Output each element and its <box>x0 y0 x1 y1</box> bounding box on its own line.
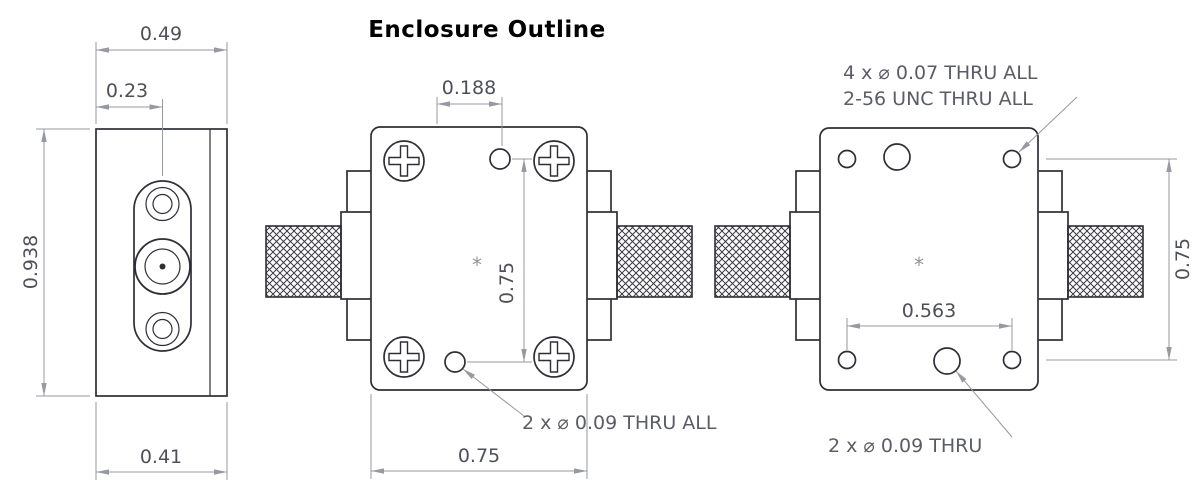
tapped-hole-note-line1: 4 x ⌀ 0.07 THRU ALL <box>843 62 1038 84</box>
front-view: * 0.188 0.75 0.75 2 x ⌀ 0.09 THRU ALL <box>265 77 717 479</box>
sma-connector-left <box>265 170 373 341</box>
front-view-body <box>370 126 588 391</box>
drawing-title: Enclosure Outline <box>368 17 606 43</box>
tapped-hole-note: 4 x ⌀ 0.07 THRU ALL 2-56 UNC THRU ALL <box>843 62 1078 153</box>
dim-bottom-width-label: 0.41 <box>140 446 182 468</box>
sma-connector-left <box>714 170 822 341</box>
back-view: * 4 x ⌀ 0.07 THRU ALL 2-56 UNC THRU ALL … <box>714 62 1194 457</box>
cover-screw-bottom-right <box>533 336 575 378</box>
hole-note-bottom: 2 x ⌀ 0.09 THRU <box>828 370 1013 457</box>
thru-hole-bottom <box>933 347 961 375</box>
dim-height: 0.75 <box>1046 158 1194 361</box>
mounting-hole-bottom <box>145 311 180 347</box>
dim-hole-spacing-horizontal-label: 0.563 <box>902 300 956 322</box>
tapped-hole-top-left <box>837 149 857 169</box>
cover-screw-bottom-left <box>383 336 425 378</box>
dim-hole-spacing-vertical: 0.75 <box>467 158 532 363</box>
sma-connector-face <box>134 238 191 295</box>
hole-note: 2 x ⌀ 0.09 THRU ALL <box>462 368 717 434</box>
thru-hole-top <box>489 148 511 170</box>
dim-hole-offset: 0.188 <box>436 77 503 146</box>
sma-connector-right <box>585 170 693 341</box>
dim-hole-offset-label: 0.188 <box>442 77 496 99</box>
dim-width: 0.75 <box>370 394 588 479</box>
tapped-hole-top-right <box>1002 149 1022 169</box>
dim-height: 0.938 <box>20 128 90 397</box>
tapped-hole-bottom-right <box>1002 350 1022 370</box>
dim-top-width-label: 0.49 <box>140 23 182 45</box>
dim-width-label: 0.75 <box>458 445 500 467</box>
dim-height-label: 0.938 <box>20 235 42 289</box>
dim-hole-spacing-vertical-label: 0.75 <box>496 262 518 304</box>
center-mark: * <box>914 253 924 277</box>
tapped-hole-note-line2: 2-56 UNC THRU ALL <box>843 88 1033 110</box>
sma-connector-right <box>1036 170 1144 341</box>
hole-note-bottom-label: 2 x ⌀ 0.09 THRU <box>828 435 982 457</box>
dim-hole-spacing-horizontal: 0.563 <box>846 300 1013 350</box>
back-view-body <box>819 127 1039 391</box>
dim-connector-offset-label: 0.23 <box>106 80 148 102</box>
thru-hole-top <box>883 143 911 171</box>
cover-screw-top-right <box>533 140 575 182</box>
dim-top-width: 0.49 <box>95 23 228 124</box>
side-view: 0.49 0.23 0.938 0.41 <box>20 23 228 480</box>
tapped-hole-bottom-left <box>837 350 857 370</box>
dim-bottom-width: 0.41 <box>95 402 228 480</box>
cover-screw-top-left <box>383 140 425 182</box>
mounting-hole-top <box>145 186 180 222</box>
dim-height-label: 0.75 <box>1172 238 1194 280</box>
hole-note-label: 2 x ⌀ 0.09 THRU ALL <box>522 412 717 434</box>
thru-hole-bottom <box>444 351 466 373</box>
dim-connector-offset: 0.23 <box>96 80 163 176</box>
center-mark: * <box>472 253 482 277</box>
